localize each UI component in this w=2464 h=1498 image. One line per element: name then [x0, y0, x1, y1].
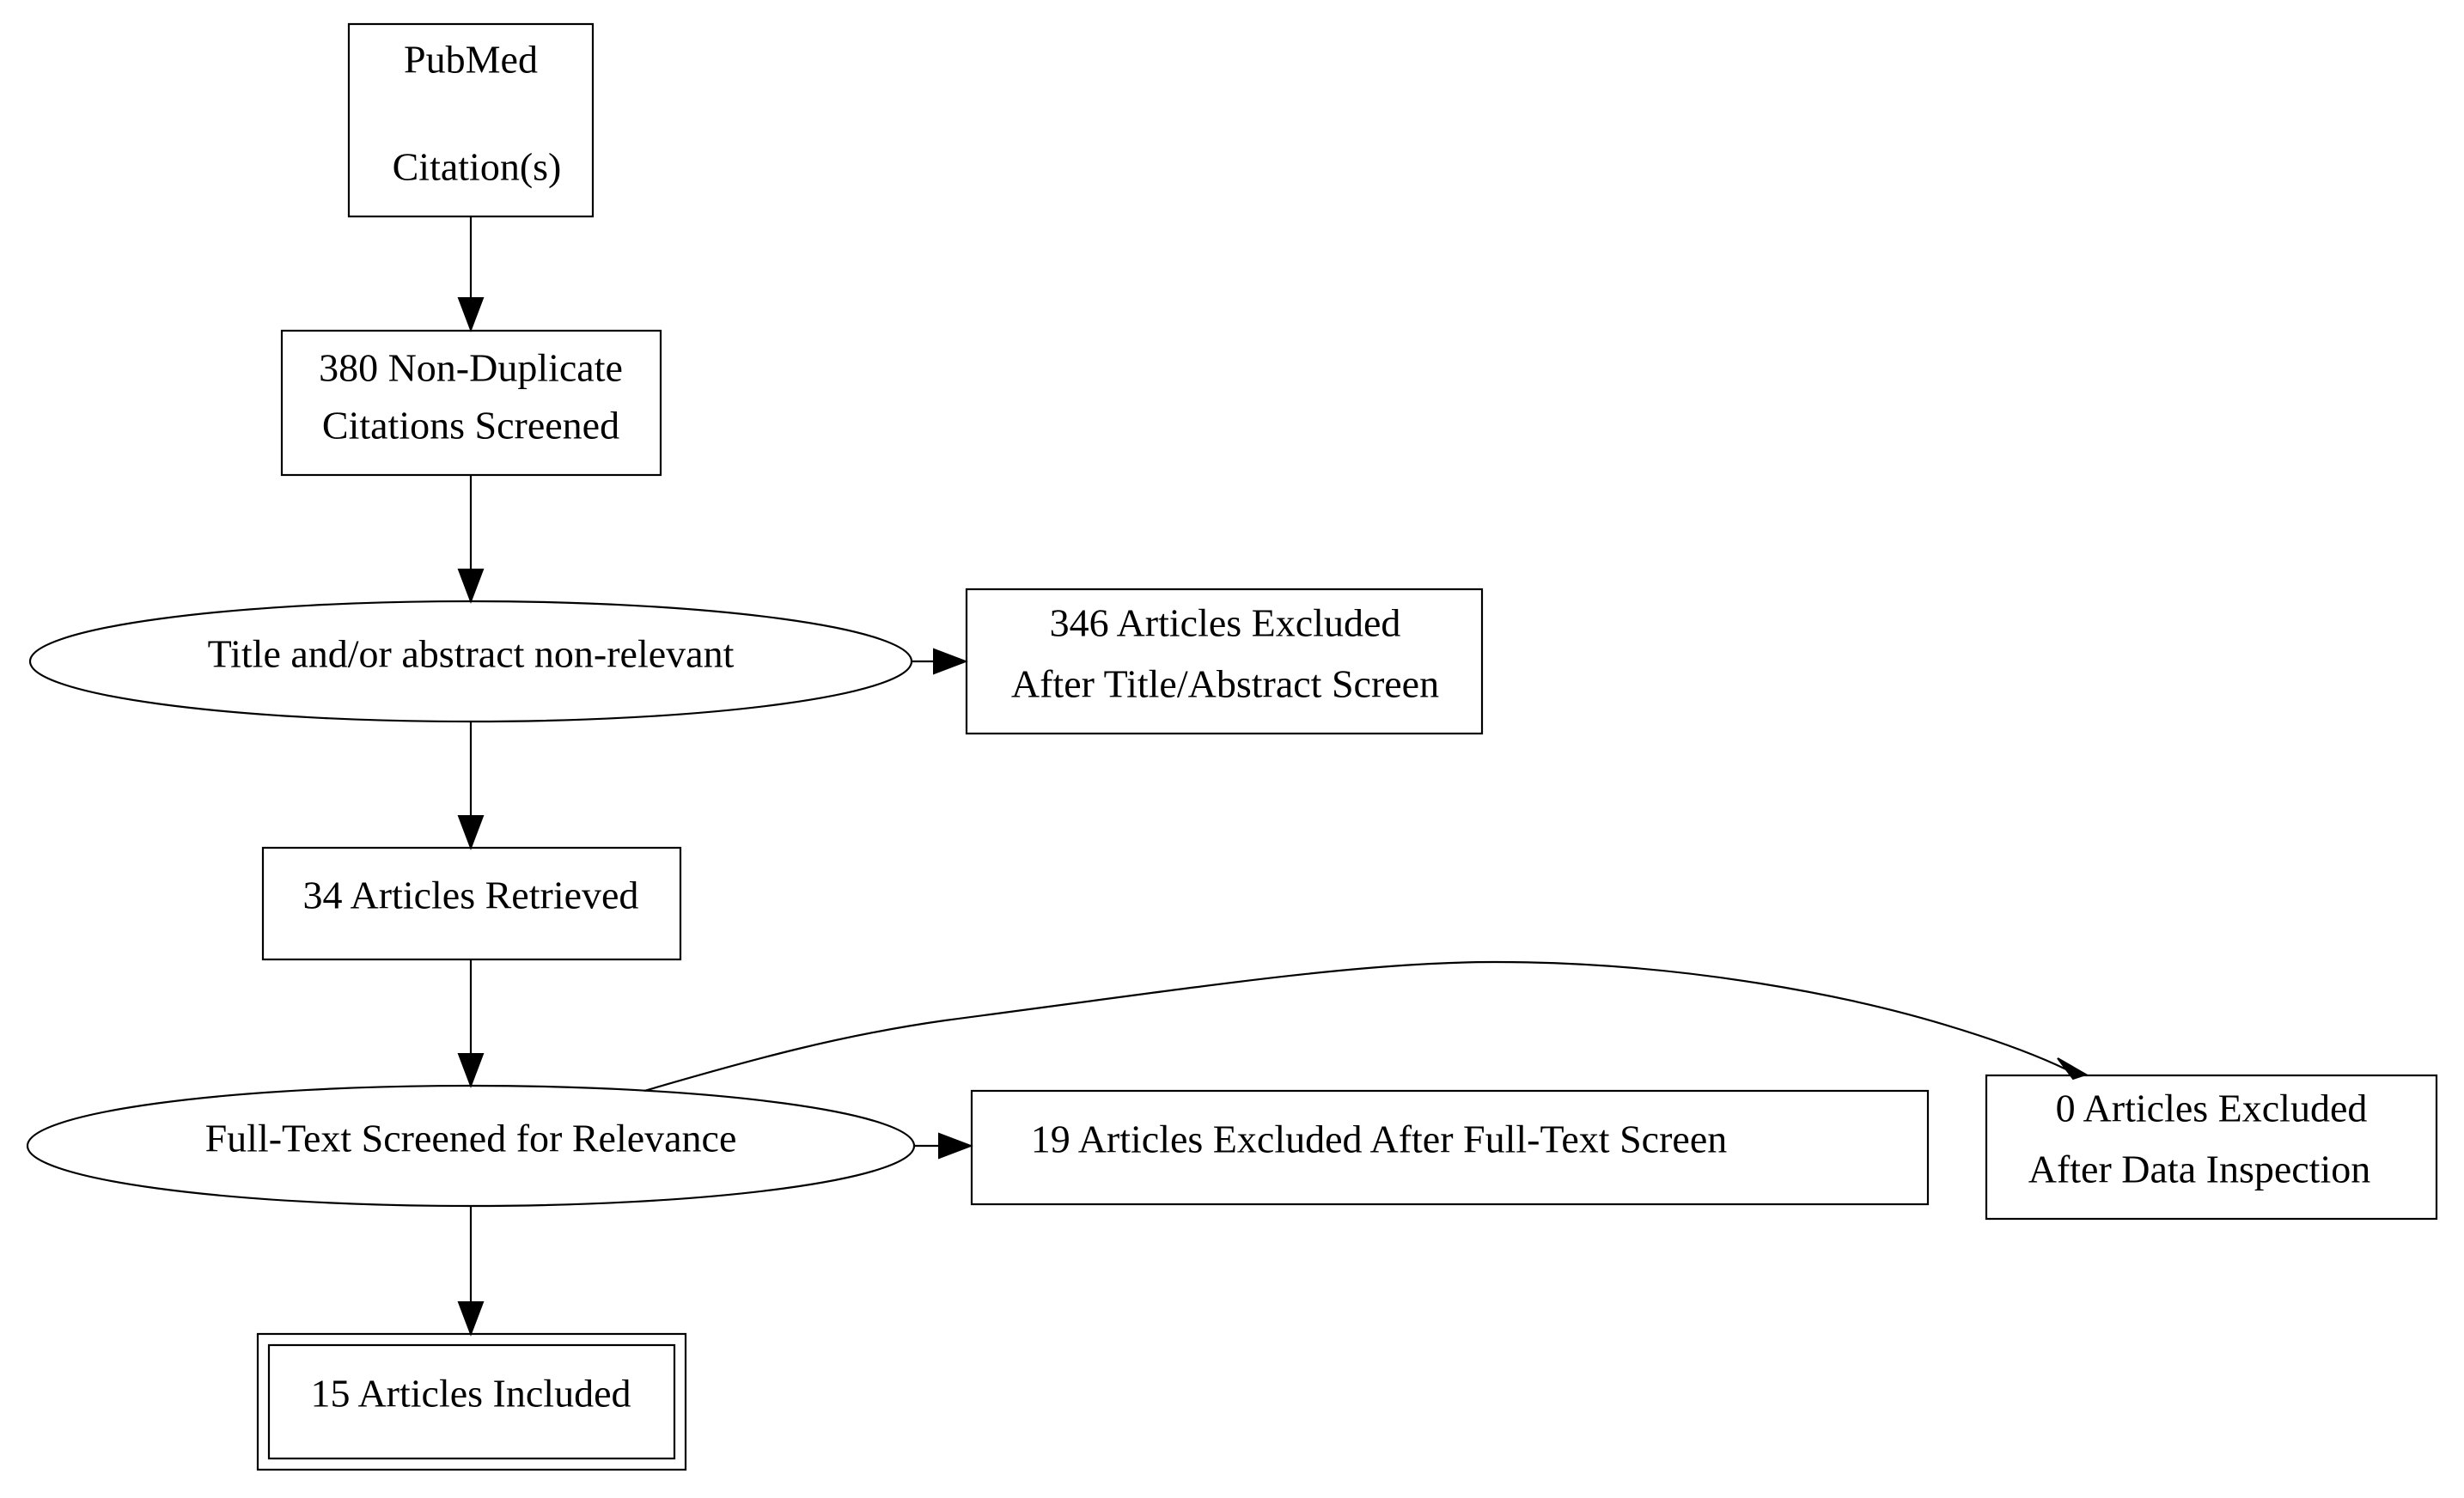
- node-pubmed: PubMed Citation(s): [347, 22, 595, 218]
- edge-full-text-to-excluded-full-text: [914, 1132, 973, 1160]
- node-articles-retrieved-label: 34 Articles Retrieved: [303, 874, 639, 917]
- node-articles-included: 15 Articles Included: [256, 1332, 687, 1471]
- node-excluded-full-text: 19 Articles Excluded After Full-Text Scr…: [970, 1089, 1930, 1206]
- edge-nondup-to-title-screen: [457, 475, 485, 604]
- node-non-duplicate-line2: Citations Screened: [322, 404, 619, 448]
- node-excluded-data-line1: 0 Articles Excluded: [2056, 1087, 2368, 1130]
- edge-pubmed-to-nondup: [457, 216, 485, 332]
- node-non-duplicate-citations: 380 Non-Duplicate Citations Screened: [280, 329, 662, 477]
- node-excluded-title-line2: After Title/Abstract Screen: [1011, 662, 1439, 706]
- edge-full-text-to-included: [457, 1206, 485, 1337]
- node-articles-included-label: 15 Articles Included: [310, 1372, 631, 1416]
- edge-full-text-to-excluded-data: [643, 960, 2089, 1093]
- node-full-text-screen: Full-Text Screened for Relevance: [26, 1084, 916, 1208]
- node-title-abstract-label: Title and/or abstract non-relevant: [208, 632, 735, 676]
- node-excluded-title-abstract: 346 Articles Excluded After Title/Abstra…: [965, 588, 1484, 735]
- node-articles-retrieved: 34 Articles Retrieved: [261, 846, 682, 961]
- node-excluded-title-line1: 346 Articles Excluded: [1050, 601, 1401, 645]
- node-excluded-data-inspection: 0 Articles Excluded After Data Inspectio…: [1985, 1074, 2438, 1221]
- node-full-text-screen-label: Full-Text Screened for Relevance: [205, 1117, 737, 1160]
- node-excluded-data-line2: After Data Inspection: [2028, 1148, 2371, 1191]
- node-excluded-full-text-label: 19 Articles Excluded After Full-Text Scr…: [1031, 1117, 1728, 1161]
- node-pubmed-line2: Citation(s): [393, 145, 562, 189]
- node-pubmed-line1: PubMed: [404, 38, 538, 82]
- edge-title-screen-to-excluded: [912, 648, 968, 675]
- edge-retrieved-to-full-text: [457, 959, 485, 1088]
- edge-title-screen-to-retrieved: [457, 722, 485, 850]
- node-non-duplicate-line1: 380 Non-Duplicate: [319, 346, 623, 390]
- node-title-abstract-screen: Title and/or abstract non-relevant: [28, 600, 913, 723]
